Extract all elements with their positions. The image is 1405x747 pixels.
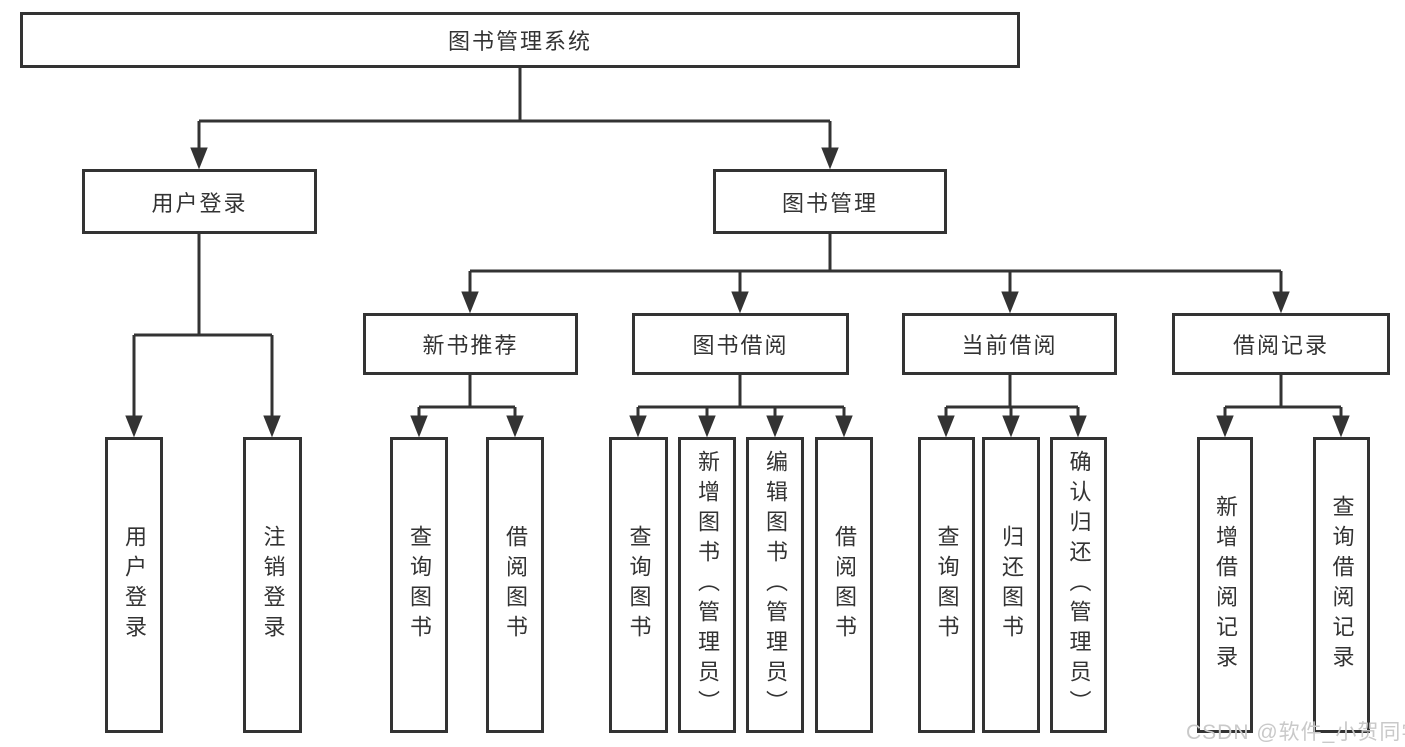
leaf-newbook-query-books: 查询图书 xyxy=(390,437,448,733)
leaf-add-borrow-record: 新增借阅记录 xyxy=(1197,437,1253,733)
connector-new-book-children xyxy=(410,375,524,438)
leaf-user-login: 用户登录 xyxy=(105,437,163,733)
node-root-library-system: 图书管理系统 xyxy=(20,12,1020,68)
leaf-confirm-return-admin: 确认归还（管理员） xyxy=(1050,437,1107,733)
connector-book-management-children xyxy=(461,233,1290,314)
leaf-query-borrow-record: 查询借阅记录 xyxy=(1313,437,1370,733)
connector-current-borrow-children xyxy=(937,375,1087,438)
leaf-borrow-query-books: 查询图书 xyxy=(609,437,668,733)
leaf-add-books-admin: 新增图书（管理员） xyxy=(678,437,736,733)
node-new-book-recommend: 新书推荐 xyxy=(363,313,578,375)
connector-user-login-children xyxy=(125,233,281,438)
node-book-borrow: 图书借阅 xyxy=(632,313,849,375)
node-current-borrow: 当前借阅 xyxy=(902,313,1117,375)
leaf-current-query-books: 查询图书 xyxy=(918,437,975,733)
leaf-edit-books-admin: 编辑图书（管理员） xyxy=(746,437,804,733)
leaf-logout: 注销登录 xyxy=(243,437,302,733)
connector-root-to-level1 xyxy=(190,67,839,170)
leaf-return-books: 归还图书 xyxy=(982,437,1040,733)
node-borrow-record: 借阅记录 xyxy=(1172,313,1390,375)
leaf-borrow-books: 借阅图书 xyxy=(815,437,873,733)
leaf-newbook-borrow-books: 借阅图书 xyxy=(486,437,544,733)
connector-book-borrow-children xyxy=(629,375,853,438)
connector-borrow-record-children xyxy=(1216,375,1350,438)
csdn-watermark: CSDN @软件_小贺同学 xyxy=(1186,721,1405,744)
node-book-management: 图书管理 xyxy=(713,169,947,234)
node-user-login: 用户登录 xyxy=(82,169,317,234)
